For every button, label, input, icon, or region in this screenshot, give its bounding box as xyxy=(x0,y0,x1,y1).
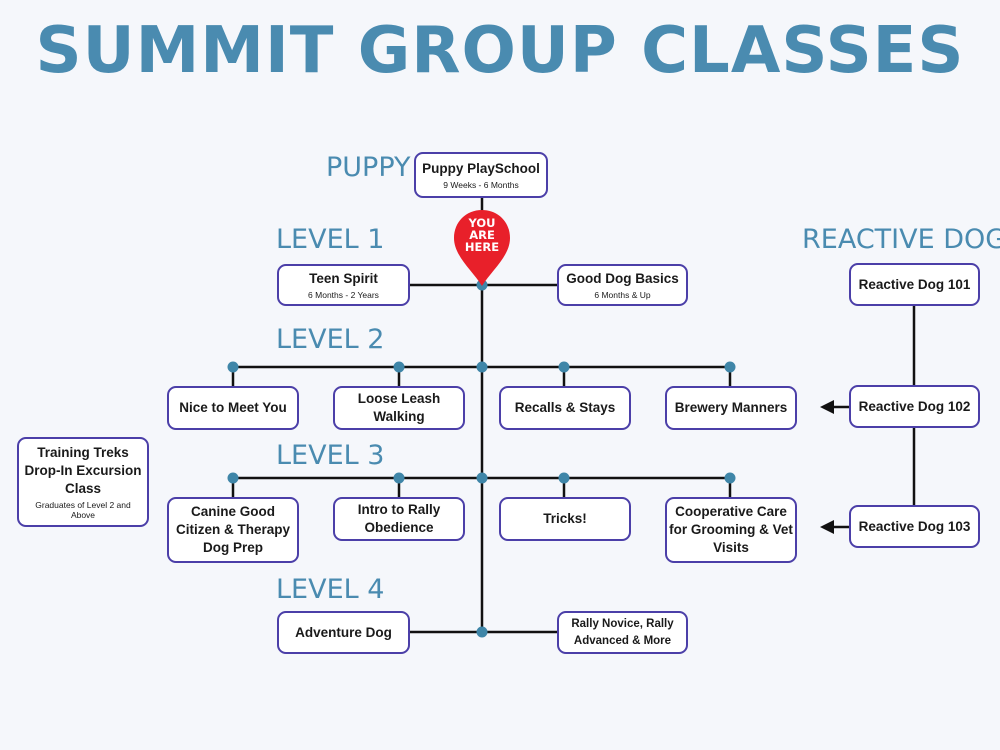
level-label-1: LEVEL 1 xyxy=(276,224,385,255)
class-name: Training Treks Drop-In Excursion Class xyxy=(24,445,142,496)
node-dot xyxy=(393,472,405,484)
you-are-here-label: YOU ARE HERE xyxy=(452,217,512,253)
class-box-recalls-stays[interactable]: Recalls & Stays xyxy=(499,386,631,430)
class-eligibility: Graduates of Level 2 and Above xyxy=(35,499,131,520)
arrowhead-102 xyxy=(820,400,834,414)
class-name: Canine Good Citizen & Therapy Dog Prep xyxy=(175,504,291,555)
pin-shape xyxy=(454,210,510,286)
level-label-reactive: REACTIVE DOG xyxy=(802,224,1000,255)
class-box-tricks[interactable]: Tricks! xyxy=(499,497,631,541)
class-name: Intro to Rally Obedience xyxy=(357,502,441,535)
class-box-adventure-dog[interactable]: Adventure Dog xyxy=(277,611,410,654)
class-name: Adventure Dog xyxy=(295,624,392,640)
node-dot xyxy=(227,361,239,373)
level-label-4: LEVEL 4 xyxy=(276,574,385,605)
class-name: Tricks! xyxy=(543,511,587,527)
class-box-nice-to-meet-you[interactable]: Nice to Meet You xyxy=(167,386,299,430)
class-name: Teen Spirit xyxy=(309,271,378,286)
class-name: Puppy PlaySchool xyxy=(422,161,540,176)
node-dot xyxy=(724,361,736,373)
arrowhead-103 xyxy=(820,520,834,534)
class-box-cooperative-care[interactable]: Cooperative Care for Grooming & Vet Visi… xyxy=(665,497,797,563)
class-box-intro-to-rally[interactable]: Intro to Rally Obedience xyxy=(333,497,465,541)
class-name: Loose Leash Walking xyxy=(357,391,441,424)
class-name: Cooperative Care for Grooming & Vet Visi… xyxy=(669,504,793,555)
map-pin-icon xyxy=(454,210,510,286)
pin-text-line: HERE xyxy=(464,240,500,254)
pin-text-line: YOU xyxy=(468,216,496,230)
class-name: Nice to Meet You xyxy=(179,400,287,416)
class-box-good-dog-basics[interactable]: Good Dog Basics 6 Months & Up xyxy=(557,264,688,306)
class-box-brewery-manners[interactable]: Brewery Manners xyxy=(665,386,797,430)
class-age-range: 9 Weeks - 6 Months xyxy=(443,179,519,190)
class-box-loose-leash-walking[interactable]: Loose Leash Walking xyxy=(333,386,465,430)
node-dot xyxy=(558,361,570,373)
class-name: Brewery Manners xyxy=(674,400,788,416)
level-label-2: LEVEL 2 xyxy=(276,324,385,355)
class-box-reactive-dog-103[interactable]: Reactive Dog 103 xyxy=(849,505,980,548)
node-dot xyxy=(476,472,488,484)
node-dot xyxy=(476,361,488,373)
class-name: Reactive Dog 103 xyxy=(858,518,971,534)
page-title: SUMMIT GROUP CLASSES xyxy=(35,14,965,88)
class-box-canine-good-citizen[interactable]: Canine Good Citizen & Therapy Dog Prep xyxy=(167,497,299,563)
node-dot xyxy=(393,361,405,373)
class-box-puppy-playschool[interactable]: Puppy PlaySchool 9 Weeks - 6 Months xyxy=(414,152,548,198)
class-box-training-treks[interactable]: Training Treks Drop-In Excursion Class G… xyxy=(17,437,149,527)
class-box-reactive-dog-102[interactable]: Reactive Dog 102 xyxy=(849,385,980,428)
level-label-puppy: PUPPY xyxy=(326,152,411,183)
node-dot xyxy=(476,626,488,638)
class-name: Recalls & Stays xyxy=(514,400,616,416)
class-name: Good Dog Basics xyxy=(566,271,679,286)
node-dot xyxy=(558,472,570,484)
class-name: Rally Novice, Rally Advanced & More xyxy=(571,618,674,647)
class-name: Reactive Dog 102 xyxy=(858,398,971,414)
node-dot xyxy=(227,472,239,484)
class-box-reactive-dog-101[interactable]: Reactive Dog 101 xyxy=(849,263,980,306)
level-label-3: LEVEL 3 xyxy=(276,440,385,471)
node-dot xyxy=(724,472,736,484)
class-box-rally-novice[interactable]: Rally Novice, Rally Advanced & More xyxy=(557,611,688,654)
class-box-teen-spirit[interactable]: Teen Spirit 6 Months - 2 Years xyxy=(277,264,410,306)
class-age-range: 6 Months - 2 Years xyxy=(308,289,379,300)
class-age-range: 6 Months & Up xyxy=(594,289,651,300)
class-name: Reactive Dog 101 xyxy=(858,276,971,292)
pin-text-line: ARE xyxy=(469,228,495,242)
